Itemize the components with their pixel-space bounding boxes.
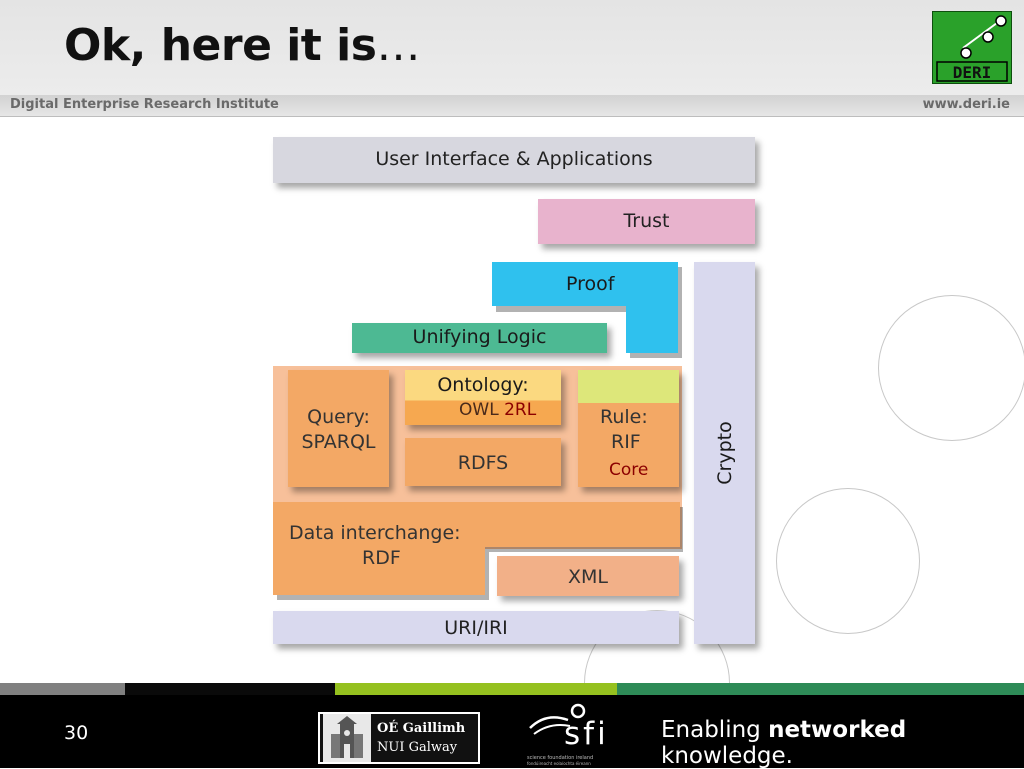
layer-rdfs: RDFS xyxy=(405,438,561,486)
rdf-label: RDF xyxy=(362,547,401,569)
stripe-segment xyxy=(125,683,335,695)
decorative-circle xyxy=(878,295,1024,441)
stripe-segment xyxy=(0,683,125,695)
svg-text:DERI: DERI xyxy=(953,63,992,82)
layer-user-interface: User Interface & Applications xyxy=(273,137,755,183)
data-interchange-label: Data interchange: xyxy=(289,522,461,544)
slide-title: Ok, here it is… xyxy=(64,20,420,71)
sfi-text: sfi xyxy=(564,716,609,752)
deri-logo-icon: DERI xyxy=(936,15,1008,82)
institute-name: Digital Enterprise Research Institute xyxy=(10,97,279,112)
layer-proof xyxy=(492,262,682,358)
footer-tagline: Enabling networked knowledge. xyxy=(661,717,907,769)
sfi-swoosh-icon xyxy=(529,703,586,735)
layer-query: Query: SPARQL xyxy=(288,370,389,487)
page-number: 30 xyxy=(64,722,89,744)
layer-ontology: Ontology: OWL 2RL xyxy=(405,370,561,425)
stripe-segment xyxy=(617,683,1024,695)
layer-unifying-logic: Unifying Logic xyxy=(352,323,607,353)
sfi-logo: sfi science foundation ireland fondúirea… xyxy=(524,702,624,766)
slide-footer xyxy=(0,695,1024,768)
layer-data-interchange xyxy=(273,502,683,600)
slide-header xyxy=(0,0,1024,95)
nui-galway-logo: OÉ Gaillimh NUI Galway xyxy=(318,712,480,764)
stripe-segment xyxy=(335,683,617,695)
sfi-subtitle-ga: fondúireacht eolaíochta éireann xyxy=(527,761,591,766)
footer-color-stripe xyxy=(0,683,1024,695)
nui-irish-name: OÉ Gaillimh xyxy=(377,721,466,736)
deri-logo: DERI xyxy=(932,11,1012,84)
layer-uri-iri: URI/IRI xyxy=(273,611,679,644)
nui-english-name: NUI Galway xyxy=(377,740,458,755)
layer-rule: Rule: RIF Core xyxy=(578,370,679,487)
layer-trust: Trust xyxy=(538,199,755,244)
layer-crypto: Crypto xyxy=(694,262,755,644)
website-url: www.deri.ie xyxy=(922,97,1010,112)
sfi-subtitle-en: science foundation ireland xyxy=(527,755,594,761)
nui-tower-icon xyxy=(323,714,371,762)
layer-xml: XML xyxy=(497,556,679,596)
decorative-circle xyxy=(776,488,920,634)
proof-label: Proof xyxy=(566,273,615,295)
header-subbar xyxy=(0,95,1024,117)
